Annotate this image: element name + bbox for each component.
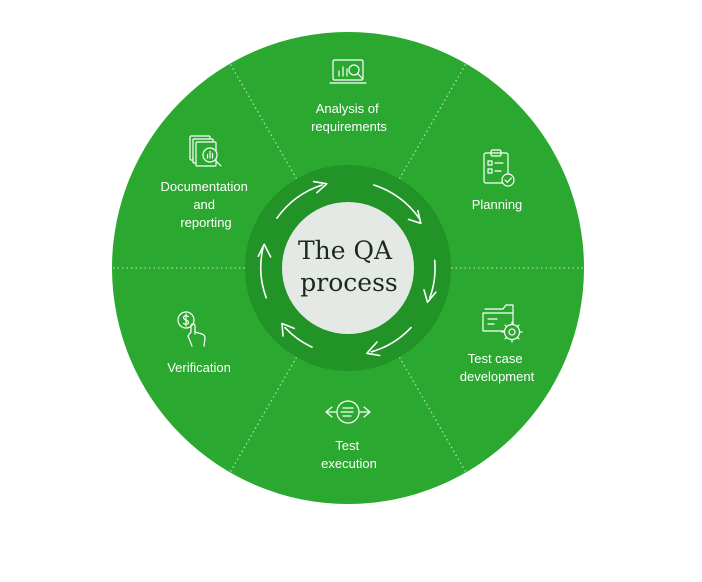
segment-label-line: execution xyxy=(321,456,377,471)
segment-planning: Planning xyxy=(472,149,523,212)
cycle-arrows xyxy=(257,180,437,357)
center-title-line: The QA xyxy=(298,236,393,265)
segment-label-line: and xyxy=(193,197,215,212)
center-disc xyxy=(282,202,414,334)
segment-label: Documentation and reporting xyxy=(160,179,251,230)
segment-label-line: Test xyxy=(335,438,359,453)
segment-label: Analysis of requirements xyxy=(311,101,387,134)
segment-test-case-development: Test case development xyxy=(460,304,535,384)
arrow-head xyxy=(423,289,437,304)
arrow-head xyxy=(281,322,295,337)
segment-analysis: Analysis of requirements xyxy=(311,59,387,134)
segment-label-line: Verification xyxy=(167,360,231,375)
hand-dollar-icon xyxy=(177,311,206,347)
documents-search-icon xyxy=(189,135,222,167)
arrow-head xyxy=(257,243,272,258)
segment-label: Planning xyxy=(472,197,523,212)
folder-gear-icon xyxy=(482,304,523,343)
cycle-arrow xyxy=(276,184,323,219)
segment-verification: Verification xyxy=(167,311,231,375)
cycle-arrow xyxy=(429,259,436,299)
segment-label: Test case development xyxy=(460,351,535,384)
segment-label: Verification xyxy=(167,360,231,375)
cycle-arrow xyxy=(370,326,412,353)
center-title: The QA process xyxy=(298,236,400,297)
arrow-head xyxy=(407,209,422,225)
analysis-chart-icon xyxy=(329,59,367,84)
segment-documentation: Documentation and reporting xyxy=(160,135,251,230)
cycle-arrow xyxy=(259,247,267,299)
segment-test-execution: Test execution xyxy=(321,400,377,471)
segment-label-line: Test case xyxy=(468,351,523,366)
arrow-head xyxy=(366,341,381,357)
segment-label-line: development xyxy=(460,369,535,384)
code-arrows-icon xyxy=(325,400,371,424)
arrow-head xyxy=(312,180,328,194)
segment-label-line: Documentation xyxy=(160,179,247,194)
clipboard-check-icon xyxy=(483,149,515,187)
segment-label-line: Planning xyxy=(472,197,523,212)
center-title-line: process xyxy=(300,268,397,297)
cycle-arrow xyxy=(284,326,313,348)
cycle-arrow xyxy=(373,184,420,219)
segment-label-line: requirements xyxy=(311,119,387,134)
segment-label: Test execution xyxy=(321,438,377,471)
segment-label-line: reporting xyxy=(180,215,231,230)
segment-label-line: Analysis of xyxy=(316,101,379,116)
